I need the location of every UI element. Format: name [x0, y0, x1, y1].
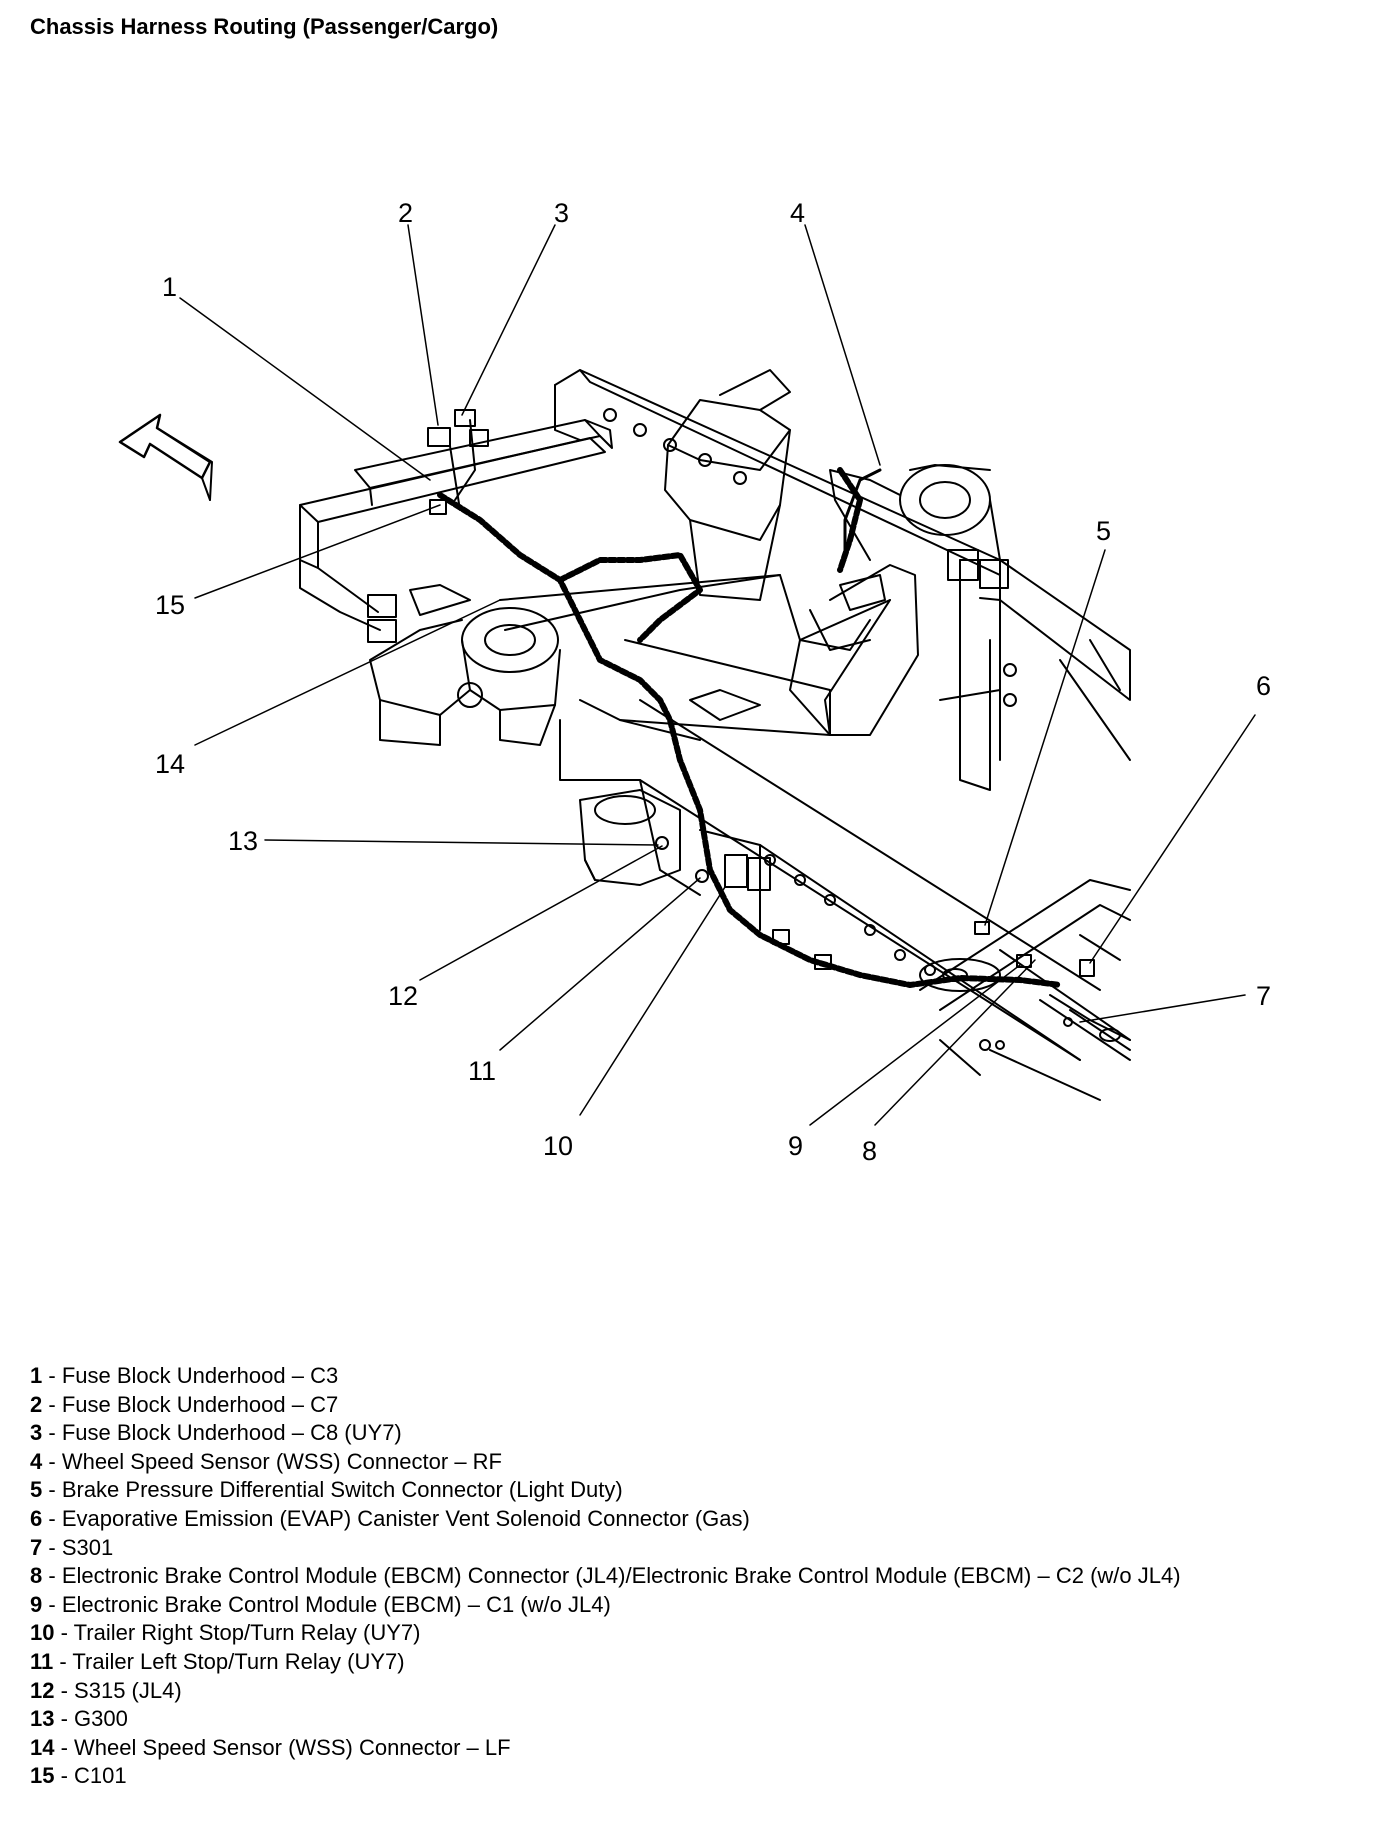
legend-separator: -: [42, 1563, 62, 1589]
callout-9: 9: [788, 1131, 803, 1161]
legend-separator: -: [42, 1505, 62, 1531]
right-rear-frame-extension: [919, 879, 1131, 1061]
callout-5: 5: [1096, 516, 1111, 546]
component-legend: 1 - Fuse Block Underhood – C3 2 - Fuse B…: [30, 1362, 1181, 1791]
chassis-harness-diagram: 1 2 3 4 5 6 7 8 9 10 11 12 13 14 15: [118, 198, 1271, 1166]
legend-number: 1: [30, 1363, 43, 1388]
callout-leader-lines: [179, 224, 1256, 1126]
legend-item: 13 - G300: [30, 1705, 1181, 1734]
legend-item: 4 - Wheel Speed Sensor (WSS) Connector –…: [30, 1448, 1181, 1477]
front-body-mount: [579, 789, 681, 886]
legend-number: 9: [30, 1591, 43, 1617]
legend-text: Wheel Speed Sensor (WSS) Connector – LF: [74, 1734, 511, 1760]
callout-14: 14: [155, 749, 185, 779]
legend-separator: -: [42, 1448, 62, 1474]
legend-separator: -: [42, 1391, 62, 1417]
lower-frame-rail: [559, 699, 1101, 1101]
legend-item: 3 - Fuse Block Underhood – C8 (UY7): [30, 1419, 1181, 1448]
legend-text: S315 (JL4): [74, 1677, 182, 1703]
legend-text: Brake Pressure Differential Switch Conne…: [61, 1477, 623, 1503]
callout-12: 12: [388, 981, 418, 1011]
left-control-arm-mount: [367, 584, 561, 746]
legend-separator: -: [42, 1420, 62, 1446]
callout-15: 15: [155, 590, 185, 620]
callout-3: 3: [554, 198, 569, 228]
harness-branch-to-rf-wss: [843, 468, 882, 562]
right-control-arm-mount: [829, 464, 1009, 589]
chassis-wiring-harness: [437, 467, 1063, 988]
right-engine-mount: [664, 369, 791, 601]
legend-text: Evaporative Emission (EVAP) Canister Ven…: [61, 1505, 750, 1531]
legend-text: S301: [61, 1534, 114, 1560]
legend-number: 7: [30, 1534, 43, 1560]
legend-separator: -: [54, 1763, 75, 1789]
legend-number: 12: [30, 1677, 55, 1703]
center-crossmember: [499, 564, 919, 741]
front-direction-arrow-icon: [118, 413, 213, 501]
legend-text: Fuse Block Underhood – C8 (UY7): [61, 1420, 402, 1446]
legend-number: 3: [30, 1420, 43, 1446]
fuse-block-connectors: [427, 409, 489, 515]
legend-number: 10: [30, 1620, 55, 1646]
callout-8: 8: [862, 1136, 877, 1166]
legend-separator: -: [42, 1591, 62, 1617]
legend-number: 4: [30, 1448, 43, 1474]
right-frame-rail: [554, 369, 1131, 791]
legend-item: 11 - Trailer Left Stop/Turn Relay (UY7): [30, 1648, 1181, 1677]
legend-number: 2: [30, 1391, 43, 1417]
callout-10: 10: [543, 1131, 573, 1161]
legend-text: C101: [74, 1763, 127, 1789]
legend-text: Fuse Block Underhood – C3: [61, 1363, 339, 1388]
connector-detail: [655, 836, 1095, 977]
legend-number: 6: [30, 1505, 43, 1531]
legend-text: G300: [74, 1706, 128, 1732]
legend-text: Fuse Block Underhood – C7: [61, 1391, 339, 1417]
callout-1: 1: [162, 272, 177, 302]
legend-separator: -: [42, 1363, 62, 1388]
legend-item: 5 - Brake Pressure Differential Switch C…: [30, 1476, 1181, 1505]
legend-separator: -: [42, 1477, 62, 1503]
legend-number: 8: [30, 1563, 43, 1589]
legend-text: Trailer Left Stop/Turn Relay (UY7): [72, 1648, 405, 1674]
legend-separator: -: [54, 1706, 75, 1732]
callout-6: 6: [1256, 671, 1271, 701]
legend-number: 14: [30, 1734, 55, 1760]
legend-text: Electronic Brake Control Module (EBCM) C…: [61, 1563, 1181, 1589]
legend-separator: -: [42, 1534, 62, 1560]
callout-11: 11: [468, 1056, 496, 1086]
legend-separator: -: [53, 1648, 73, 1674]
callout-13: 13: [228, 826, 258, 856]
legend-item: 6 - Evaporative Emission (EVAP) Canister…: [30, 1505, 1181, 1534]
legend-number: 5: [30, 1477, 43, 1503]
legend-item: 7 - S301: [30, 1534, 1181, 1563]
callout-2: 2: [398, 198, 413, 228]
legend-text: Wheel Speed Sensor (WSS) Connector – RF: [61, 1448, 502, 1474]
legend-separator: -: [54, 1677, 75, 1703]
callout-4: 4: [790, 198, 805, 228]
legend-item: 15 - C101: [30, 1762, 1181, 1791]
legend-text: Electronic Brake Control Module (EBCM) –…: [61, 1591, 611, 1617]
callout-7: 7: [1256, 981, 1271, 1011]
legend-item: 8 - Electronic Brake Control Module (EBC…: [30, 1562, 1181, 1591]
legend-item: 12 - S315 (JL4): [30, 1677, 1181, 1706]
page-title: Chassis Harness Routing (Passenger/Cargo…: [30, 14, 499, 39]
callout-labels: 1 2 3 4 5 6 7 8 9 10 11 12 13 14 15: [155, 198, 1271, 1166]
legend-number: 15: [30, 1763, 55, 1789]
legend-item: 2 - Fuse Block Underhood – C7: [30, 1391, 1181, 1420]
front-crossmember: [354, 419, 613, 506]
legend-item: 9 - Electronic Brake Control Module (EBC…: [30, 1591, 1181, 1620]
legend-separator: -: [54, 1620, 74, 1646]
legend-number: 13: [30, 1706, 55, 1732]
legend-item: 14 - Wheel Speed Sensor (WSS) Connector …: [30, 1734, 1181, 1763]
legend-text: Trailer Right Stop/Turn Relay (UY7): [73, 1620, 421, 1646]
legend-number: 11: [30, 1648, 54, 1674]
legend-item: 10 - Trailer Right Stop/Turn Relay (UY7): [30, 1619, 1181, 1648]
legend-item: 1 - Fuse Block Underhood – C3: [30, 1362, 1181, 1391]
legend-separator: -: [54, 1734, 75, 1760]
